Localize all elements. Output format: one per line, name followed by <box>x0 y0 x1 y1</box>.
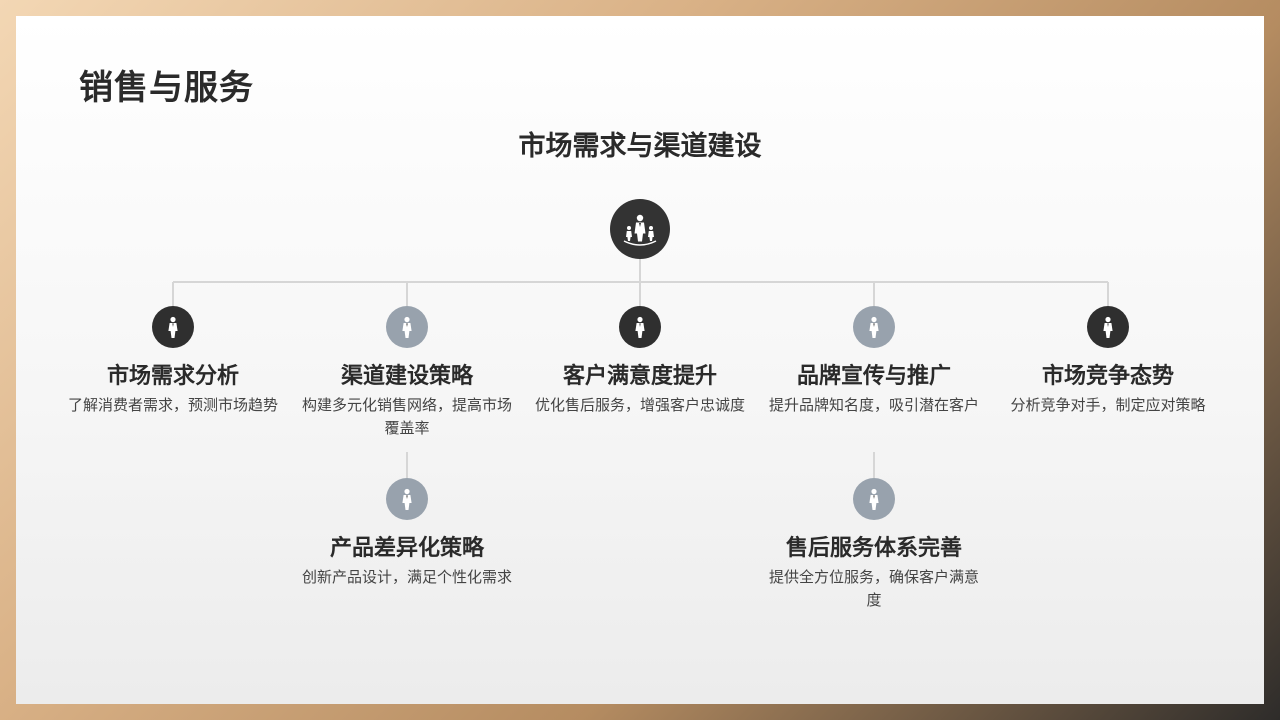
page-title: 销售与服务 <box>79 68 254 108</box>
businessman-icon <box>853 478 895 520</box>
businessman-icon <box>152 306 194 348</box>
connector-lines <box>172 259 1109 478</box>
node-description: 分析竞争对手，制定应对策略 <box>1010 396 1206 414</box>
node-description: 了解消费者需求，预测市场趋势 <box>68 396 279 414</box>
node-description: 创新产品设计，满足个性化需求 <box>302 568 513 586</box>
node-title: 市场竞争态势 <box>1041 364 1174 389</box>
tree-root-title: 市场需求与渠道建设 <box>518 131 762 162</box>
businessman-icon <box>619 306 661 348</box>
node-description: 提升品牌知名度，吸引潜在客户 <box>769 396 980 414</box>
slide: 销售与服务 市场需求与渠道建设 <box>16 16 1264 704</box>
node-title: 售后服务体系完善 <box>785 536 962 561</box>
node-title: 产品差异化策略 <box>329 536 484 561</box>
node-description: 优化售后服务，增强客户忠诚度 <box>535 396 746 414</box>
node-description: 构建多元化销售网络，提高市场覆盖率 <box>302 396 513 437</box>
businessman-icon <box>386 478 428 520</box>
node-title: 品牌宣传与推广 <box>796 364 951 389</box>
businessman-icon <box>1087 306 1129 348</box>
business-people-group-icon <box>610 199 670 259</box>
businessman-icon <box>853 306 895 348</box>
node-title: 客户满意度提升 <box>562 364 717 389</box>
node-title: 渠道建设策略 <box>340 364 473 389</box>
businessman-icon <box>386 306 428 348</box>
node-description: 提供全方位服务，确保客户满意度 <box>769 568 980 609</box>
node-title: 市场需求分析 <box>106 364 239 389</box>
